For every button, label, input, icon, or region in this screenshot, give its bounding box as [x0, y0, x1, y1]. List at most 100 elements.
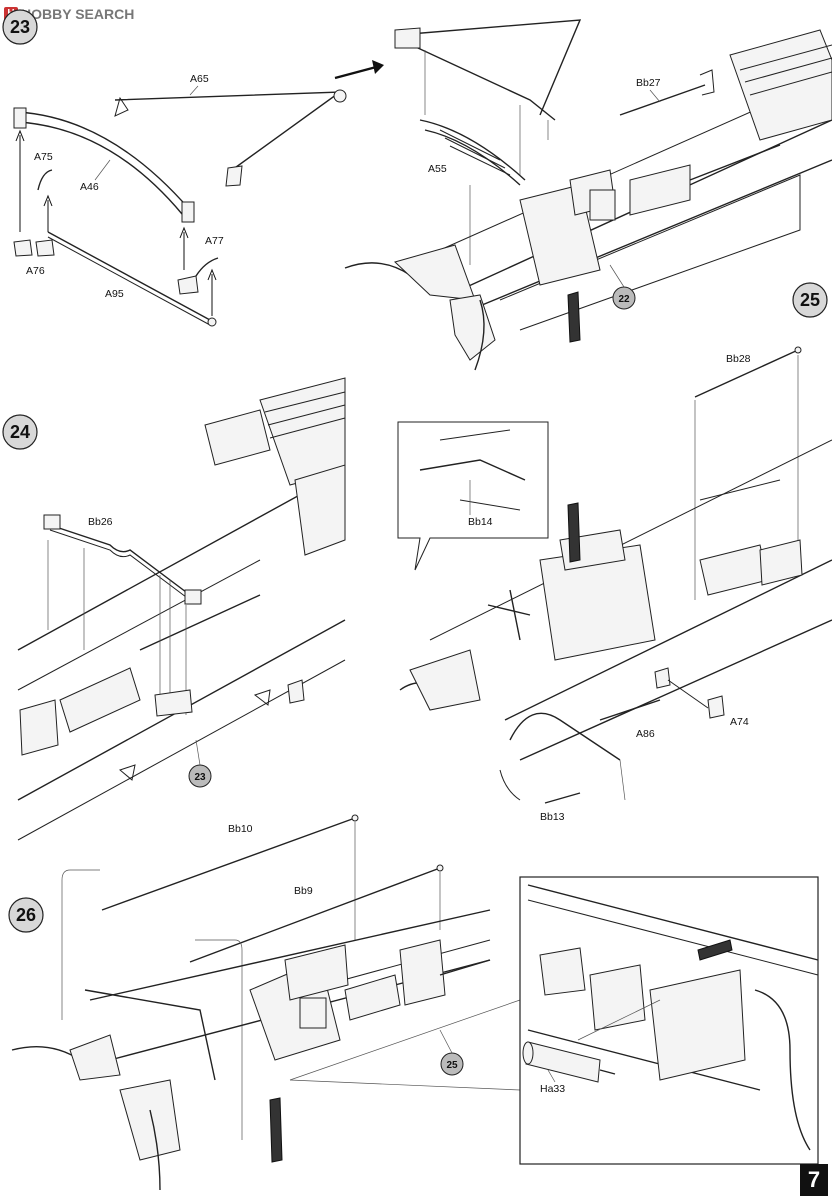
s26-exhaust — [269, 1097, 283, 1163]
part-bb26-end-left — [43, 514, 61, 530]
s25-inset-detail — [439, 429, 521, 511]
step-25-number: 25 — [800, 290, 820, 310]
label-bb26: Bb26 — [88, 516, 113, 528]
part-a65-mount — [225, 165, 243, 187]
s26-frame-upper — [89, 909, 491, 1001]
page-number: 7 — [800, 1164, 828, 1196]
watermark-text: HOBBY SEARCH — [21, 6, 135, 22]
a46-leader — [94, 159, 111, 181]
part-a46-spring — [17, 111, 191, 211]
step-23: 23 A65 A46 A75 A76 A77 A95 — [2, 9, 384, 327]
s24-differential — [294, 464, 346, 556]
chassis-arm-mount — [394, 27, 421, 49]
s24-frame-holes — [118, 689, 271, 781]
step-24: 24 Bb26 23 — [2, 377, 346, 841]
part-bb27-rod — [619, 84, 706, 116]
part-a95-rod-edge — [47, 236, 211, 326]
label-bb10: Bb10 — [228, 823, 253, 835]
label-a86: A86 — [636, 728, 655, 740]
s25-front-spring — [509, 712, 621, 761]
label-bb9: Bb9 — [294, 885, 313, 897]
label-a46: A46 — [80, 181, 99, 193]
s25-transmission — [699, 544, 769, 596]
bb27-leader — [649, 89, 661, 103]
s25-fan — [487, 589, 531, 641]
steering-arm — [474, 299, 485, 371]
label-a74: A74 — [730, 716, 749, 728]
label-a76: A76 — [26, 265, 45, 277]
step-24-number: 24 — [10, 422, 30, 442]
s26-zoom-line-bottom — [289, 1079, 521, 1091]
s26-inset-bumper — [754, 989, 811, 1151]
s25-frame-upper — [504, 559, 832, 721]
s26-inset-exhaust — [697, 939, 733, 961]
step-25-badge — [792, 282, 828, 318]
label-bb14: Bb14 — [468, 516, 493, 528]
step-26: 26 Bb10 Bb9 25 — [8, 814, 819, 1191]
part-a86-rod — [599, 699, 661, 721]
ref-25: 25 — [446, 1060, 458, 1071]
rear-axle-assembly — [729, 29, 832, 141]
arrow-a77-head-icon — [179, 226, 189, 239]
gearbox-cover — [589, 189, 616, 221]
part-a55-spring — [419, 119, 526, 181]
part-a65-joint — [333, 89, 347, 103]
label-bb27: Bb27 — [636, 77, 661, 89]
s24-frame-inner — [17, 559, 261, 691]
bb13-guide — [619, 759, 626, 801]
part-bb9-end — [436, 864, 444, 872]
s26-inset-engine — [649, 969, 746, 1081]
s26-bumper — [11, 1045, 81, 1061]
step-23-badge — [2, 9, 38, 45]
label-a65: A65 — [190, 73, 209, 85]
s24-bracket — [154, 689, 193, 717]
part-bb10-end — [351, 814, 359, 822]
ref-22: 22 — [618, 294, 630, 305]
part-bb28-rod — [694, 349, 799, 398]
frame-rail-lower — [469, 159, 832, 311]
s26-inset-frame-bottom — [527, 1029, 761, 1091]
ref-23: 23 — [194, 772, 206, 783]
flow-arrow-head-icon — [372, 60, 384, 74]
ref-23-leader — [195, 739, 201, 766]
part-a65-end — [114, 96, 129, 117]
s26-driveshaft — [439, 959, 491, 976]
label-a77: A77 — [205, 235, 224, 247]
s24-frame-upper — [17, 469, 346, 651]
s25-apron — [409, 649, 481, 711]
arrow-a76-head-icon — [15, 129, 25, 142]
s26-gearbox-cover — [299, 997, 327, 1029]
part-a46-spring-lower — [17, 121, 183, 215]
label-a75: A75 — [34, 151, 53, 163]
step-24-badge — [2, 414, 38, 450]
s24-gearbox-end — [19, 699, 59, 756]
step-25: 25 — [792, 282, 828, 318]
exhaust-pipe — [567, 291, 581, 343]
part-a77-arm — [195, 257, 219, 277]
ha33-leader — [547, 1069, 556, 1083]
part-bb26-end-right — [184, 589, 202, 605]
part-a76-right — [35, 239, 55, 257]
drive-shaft — [689, 144, 781, 181]
s26-front-hub — [119, 1079, 181, 1161]
transfer-case — [629, 164, 691, 216]
part-a55-spring-b — [424, 129, 521, 186]
s26-steering — [149, 1109, 161, 1191]
s26-inset-frame-top — [527, 884, 819, 961]
part-a74-link — [667, 679, 709, 709]
ref-22-leader — [609, 264, 625, 288]
arrow-a95-head-icon — [207, 268, 217, 281]
part-bb28-end — [794, 346, 802, 354]
part-bb26-rod-edge — [49, 529, 191, 601]
s25-frame-lower — [519, 619, 832, 761]
s25-inset-callout — [397, 421, 549, 571]
chassis-spring-top — [404, 41, 556, 121]
frame-side-panel — [499, 174, 801, 331]
front-apron — [394, 244, 476, 301]
step-26-badge — [8, 897, 44, 933]
part-a55-leaves — [439, 129, 511, 176]
label-a55: A55 — [428, 163, 447, 175]
part-a46-eye-right — [181, 201, 195, 223]
ref-25-leader — [439, 1029, 453, 1054]
